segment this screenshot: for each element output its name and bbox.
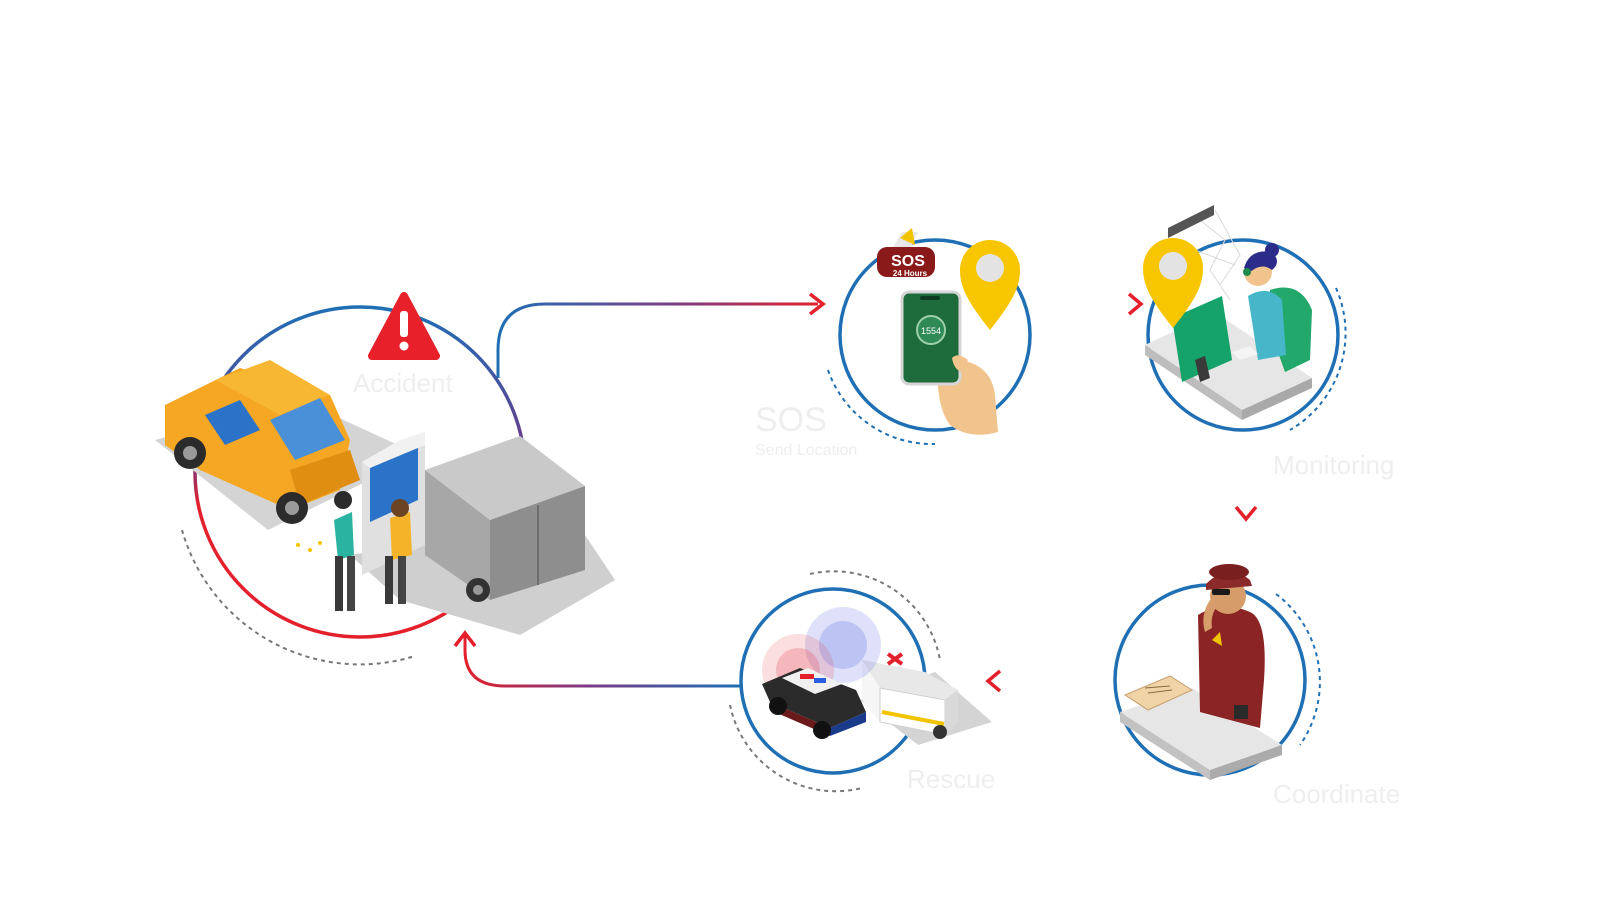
operator-illustration xyxy=(1243,243,1312,372)
people-arguing-illustration xyxy=(296,491,412,611)
step-coordinate xyxy=(1113,564,1321,780)
sos-ring xyxy=(838,238,1032,432)
warning-triangle-icon xyxy=(368,292,440,360)
location-pin-icon xyxy=(960,240,1020,330)
label-sos: SOS xyxy=(755,401,827,439)
step-monitoring xyxy=(1143,205,1347,432)
sos-badge-sub: 24 Hours xyxy=(893,269,928,278)
connector-coordinate-to-rescue xyxy=(985,669,1117,693)
label-rescue: Rescue xyxy=(907,764,996,794)
sos-badge-title: SOS xyxy=(891,253,925,270)
app-text: 1554 xyxy=(921,326,941,336)
police-car-illustration xyxy=(762,668,866,739)
label-sos-sub: Send Location xyxy=(755,442,858,459)
document-icon xyxy=(1123,675,1194,711)
step-accident xyxy=(155,292,615,666)
counter-illustration xyxy=(1120,688,1282,780)
step-rescue xyxy=(729,570,992,793)
connector-monitoring-to-coordinate xyxy=(1234,432,1258,522)
sos-24-hours-badge: SOS 24 Hours xyxy=(877,228,935,278)
ambulance-illustration xyxy=(862,652,958,739)
monitor-icon xyxy=(1172,296,1258,382)
smartphone-icon xyxy=(900,290,962,386)
connector-sos-to-monitoring xyxy=(1030,292,1144,316)
label-monitoring: Monitoring xyxy=(1273,450,1395,480)
label-accident: Accident xyxy=(353,368,453,398)
label-coordinate: Coordinate xyxy=(1273,779,1401,809)
location-pin-icon-monitoring xyxy=(1143,238,1203,328)
connector-accident-to-sos xyxy=(496,292,826,378)
step-sos: 1554 SOS 24 Hours xyxy=(827,228,1032,446)
monitoring-ring xyxy=(1146,238,1340,432)
police-officer-illustration xyxy=(1198,564,1265,728)
taxi-illustration xyxy=(165,360,360,524)
connector-rescue-to-accident xyxy=(453,630,740,688)
